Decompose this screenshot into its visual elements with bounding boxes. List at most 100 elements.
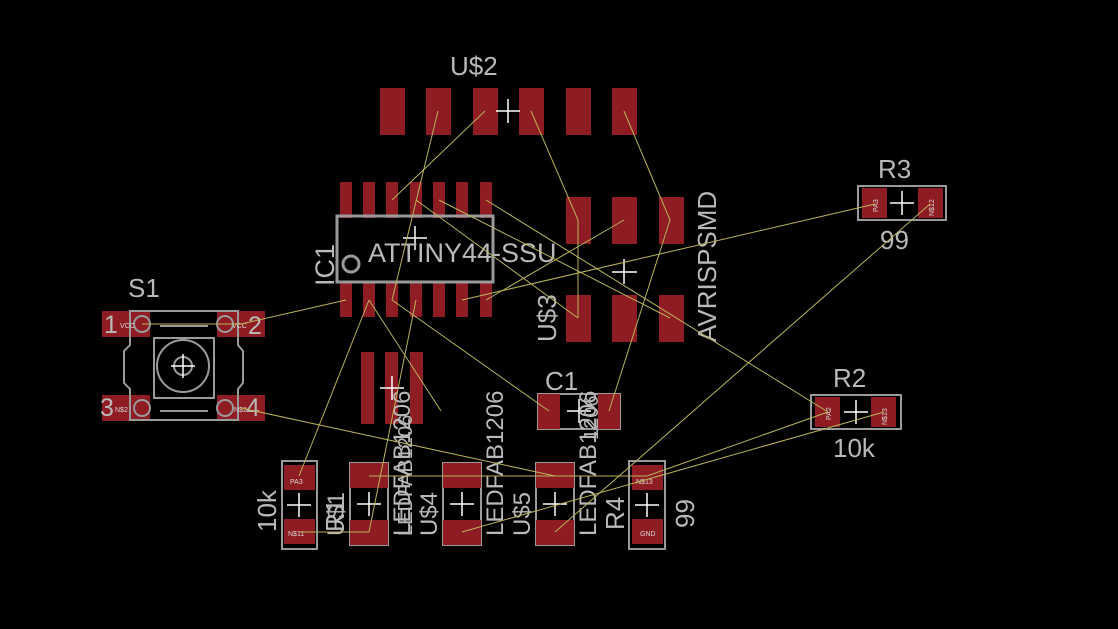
- r1-value-label: 10k: [252, 489, 282, 532]
- r4-footprint[interactable]: N$13 GND R4 99: [600, 460, 700, 550]
- led4-value-label: LEDFAB1206: [575, 391, 602, 536]
- r2-footprint[interactable]: PA2 N$13 R2 10k: [810, 363, 902, 463]
- r4-pad-1-text: N$13: [636, 479, 653, 486]
- r3-value-label: 99: [880, 225, 909, 255]
- s1-footprint[interactable]: VCC VCC N$2 N$2 S1 1 2 3 4: [100, 273, 265, 422]
- r2-pad-1-text: PA2: [826, 407, 833, 420]
- ic1-bottom-pad-7[interactable]: [480, 281, 492, 317]
- u2-pad-3[interactable]: [473, 88, 498, 135]
- r2-value-label: 10k: [833, 433, 876, 463]
- airwire: [461, 411, 885, 533]
- avrispsmd-footprint[interactable]: U$3 AVRISPSMD: [532, 191, 722, 342]
- airwire: [646, 411, 829, 477]
- r1-pad-1-text: PA3: [290, 479, 303, 486]
- airwire: [438, 199, 671, 319]
- s1-corner-3: [133, 399, 151, 417]
- r4-value-label: 99: [670, 499, 700, 528]
- r3-pad-2[interactable]: [918, 188, 943, 218]
- r4-pad-2[interactable]: [632, 519, 663, 544]
- isp-pad-2[interactable]: [612, 197, 637, 244]
- r1-outline: [281, 460, 318, 550]
- s1-pin4-label: 4: [246, 394, 260, 422]
- s1-pin2-label: 2: [248, 312, 262, 340]
- ic1-footprint[interactable]: ATTINY44-SSU IC1: [310, 182, 557, 317]
- s1-pad-4-text: N$2: [234, 407, 247, 414]
- u3-label: U$3: [532, 294, 562, 342]
- ic1-name-label: IC1: [310, 244, 340, 286]
- led2-name-label: U$1: [323, 492, 350, 536]
- s1-pad-2-text: VCC: [232, 323, 247, 330]
- airwire: [608, 219, 671, 412]
- led2-footprint[interactable]: R1 U$1 LEDFAB1206: [320, 391, 416, 546]
- c1-footprint[interactable]: C1 1206: [537, 366, 621, 441]
- ic1-bottom-pad-6[interactable]: [456, 281, 468, 317]
- led3-footprint[interactable]: U$4 LEDFAB1206: [416, 391, 509, 546]
- u2-pad-1[interactable]: [380, 88, 405, 135]
- r4-pad-2-text: GND: [640, 531, 656, 538]
- r1-pad-2-text: N$11: [288, 531, 304, 538]
- led1-pad-3[interactable]: [410, 352, 423, 424]
- u2-pad-2[interactable]: [426, 88, 451, 135]
- ic1-bottom-pad-1[interactable]: [340, 281, 352, 317]
- airwire: [485, 199, 829, 413]
- led3-pad-2[interactable]: [443, 520, 481, 545]
- airwire: [415, 199, 579, 319]
- ic1-top-pad-2[interactable]: [363, 182, 375, 218]
- airwire: [391, 110, 439, 301]
- r4-pad-1[interactable]: [632, 465, 663, 490]
- s1-actuator-square: [153, 337, 215, 399]
- u2-pad-5[interactable]: [566, 88, 591, 135]
- r1-pad-1[interactable]: [284, 465, 315, 490]
- ic1-bottom-pad-4[interactable]: [410, 281, 422, 317]
- airwire: [485, 219, 625, 301]
- led4-pad-2[interactable]: [536, 520, 574, 545]
- isp-pad-6[interactable]: [659, 295, 684, 342]
- airwire: [298, 299, 370, 477]
- ratsnest-lines: [142, 110, 931, 533]
- isp-pad-5[interactable]: [612, 295, 637, 342]
- s1-body-outline: [123, 310, 244, 421]
- airwire: [240, 299, 347, 325]
- ic1-outline: [335, 214, 495, 284]
- led1-pad-1[interactable]: [361, 352, 374, 424]
- r3-outline: [857, 185, 947, 221]
- airwire: [461, 203, 876, 301]
- ic1-top-pad-6[interactable]: [456, 182, 468, 218]
- ic1-top-pad-1[interactable]: [340, 182, 352, 218]
- airwire: [368, 299, 417, 533]
- r2-name-label: R2: [833, 363, 866, 393]
- u5-label: U$5: [509, 492, 536, 536]
- r3-pad-1[interactable]: [862, 188, 887, 218]
- r3-footprint[interactable]: PA3 N$12 R3 99: [857, 154, 947, 255]
- ic1-value-label: ATTINY44-SSU: [368, 238, 557, 268]
- airwire: [391, 299, 550, 412]
- c1-pad-2[interactable]: [598, 394, 620, 429]
- s1-corner-4: [216, 399, 234, 417]
- u2-label: U$2: [450, 51, 498, 81]
- c1-name-label: C1: [545, 366, 578, 396]
- r3-name-label: R3: [878, 154, 911, 184]
- s1-name-label: S1: [128, 273, 160, 303]
- r4-outline: [628, 460, 666, 550]
- r3-pad-2-text: N$12: [929, 199, 936, 216]
- airwire: [391, 110, 486, 201]
- ic1-pin1-marker: [341, 254, 361, 274]
- avrispsmd-label: AVRISPSMD: [692, 191, 722, 342]
- r3-pad-1-text: PA3: [873, 199, 880, 212]
- airwire: [623, 110, 671, 221]
- s1-pad-1-text: VCC: [120, 323, 135, 330]
- r1-name-label: R1: [320, 499, 350, 532]
- s1-pin1-label: 1: [104, 311, 118, 339]
- r2-outline: [810, 394, 902, 430]
- c1-value-label: 1206: [581, 396, 603, 441]
- ic1-bottom-pad-5[interactable]: [433, 281, 445, 317]
- r2-pad-2-text: N$13: [882, 408, 889, 425]
- s1-pad-3-text: N$2: [115, 407, 128, 414]
- r1-footprint[interactable]: PA3 N$11 10k: [252, 460, 318, 550]
- led2-value-label: LEDFAB1206: [389, 391, 416, 536]
- r4-name-label: R4: [600, 497, 630, 530]
- u2-footprint[interactable]: U$2: [380, 51, 637, 135]
- airwire: [240, 407, 556, 477]
- c1-pad-1[interactable]: [538, 394, 560, 429]
